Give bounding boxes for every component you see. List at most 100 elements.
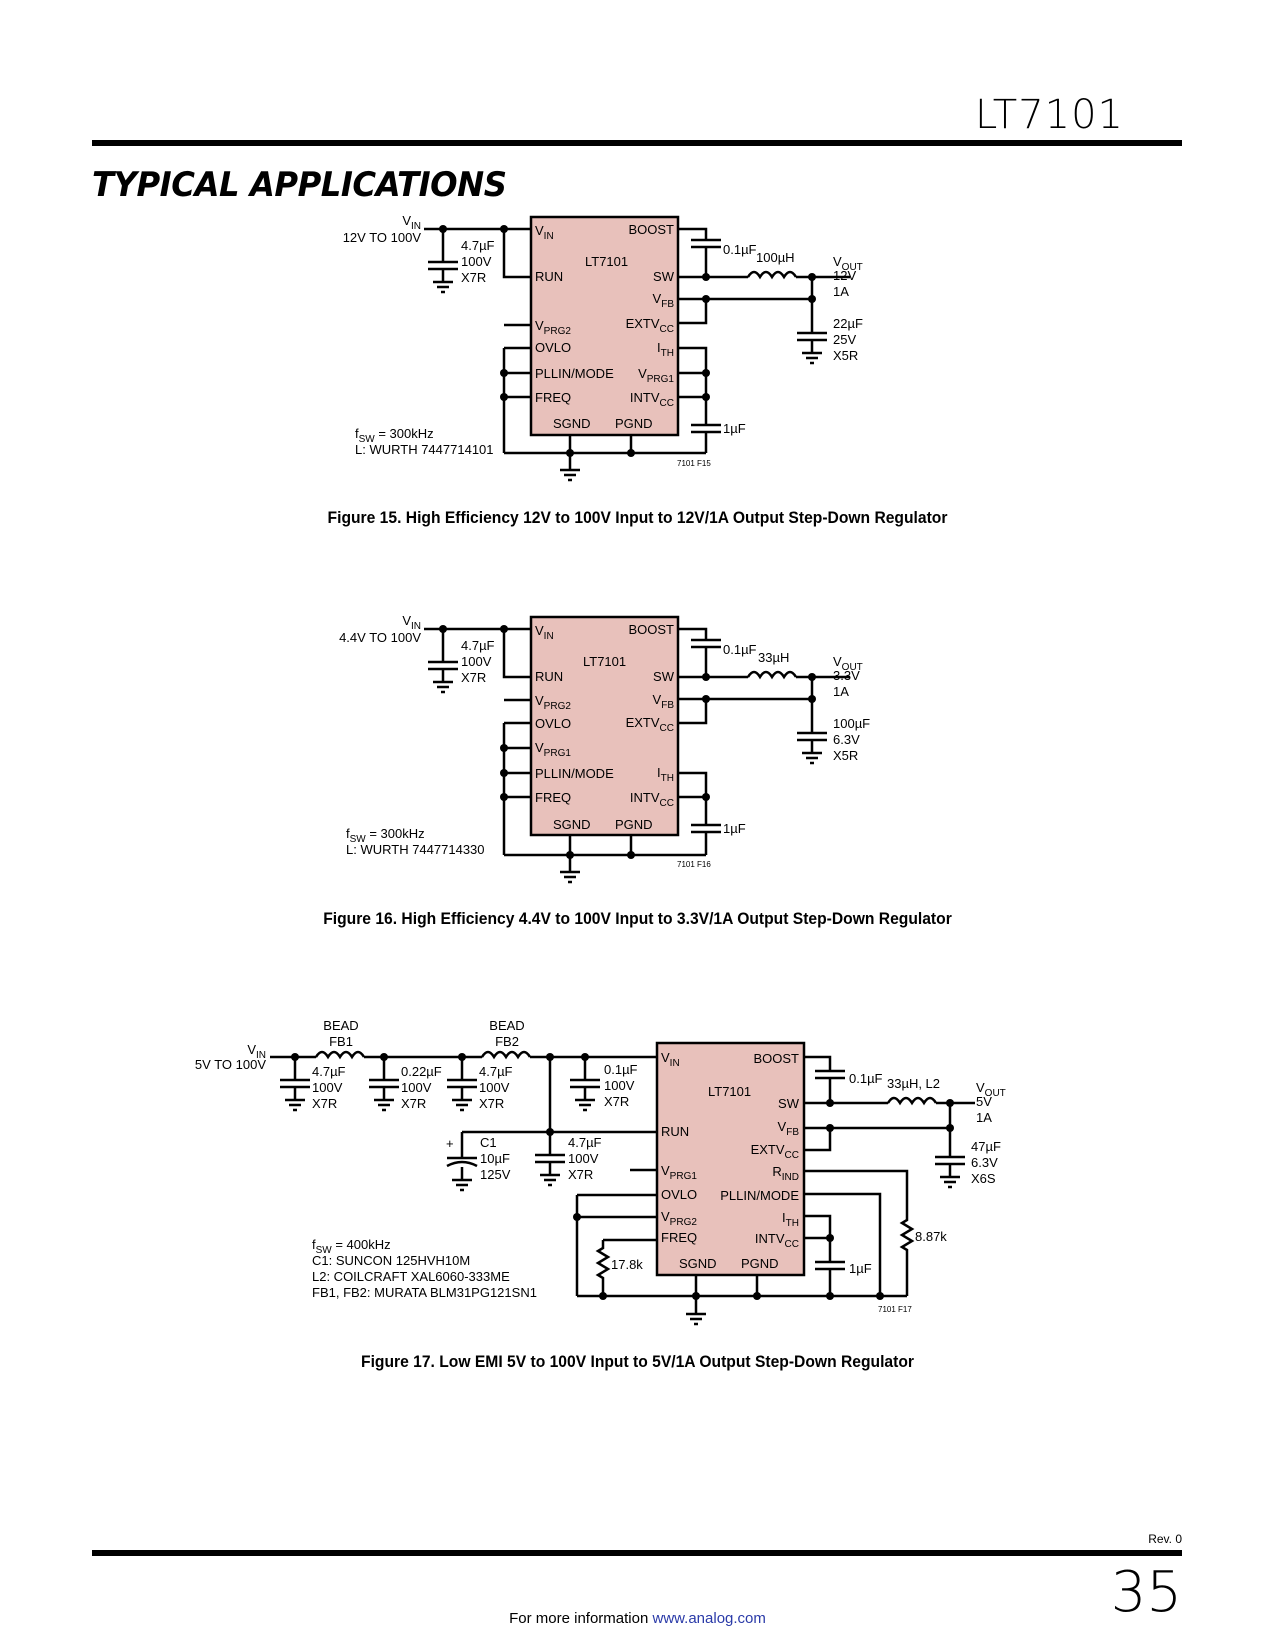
bead2-ref: FB2: [495, 1034, 519, 1049]
figure-17-caption: Figure 17. Low EMI 5V to 100V Input to 5…: [361, 1352, 914, 1371]
pin-pllin: PLLIN/MODE: [535, 366, 614, 381]
cout-dielectric: X6S: [971, 1171, 996, 1186]
figure-16-caption: Figure 16. High Efficiency 4.4V to 100V …: [323, 909, 952, 928]
r-freq-value: 17.8k: [611, 1257, 643, 1272]
cin-dielectric: X7R: [461, 270, 486, 285]
pin-boost: BOOST: [628, 622, 674, 637]
inductor-value: 33µH, L2: [887, 1076, 940, 1091]
pin-intvcc: INTVCC: [630, 790, 674, 809]
cintvcc-value: 1µF: [723, 421, 746, 436]
pin-intvcc: INTVCC: [755, 1231, 799, 1250]
vout-current: 1A: [833, 684, 849, 699]
page-number: 35: [1110, 1560, 1182, 1625]
figure-15-caption: Figure 15. High Efficiency 12V to 100V I…: [327, 508, 948, 527]
vout-current: 1A: [833, 284, 849, 299]
header-rule: [92, 140, 1182, 146]
cout-value: 100µF: [833, 716, 870, 731]
pin-freq: FREQ: [535, 790, 571, 805]
c-022-dielectric: X7R: [401, 1096, 426, 1111]
cboost-value: 0.1µF: [723, 242, 757, 257]
pin-run: RUN: [661, 1124, 689, 1139]
cout-value: 47µF: [971, 1139, 1001, 1154]
pin-vprg1: VPRG1: [535, 740, 571, 759]
pin-vin: VIN: [535, 223, 554, 242]
vout-voltage: 5V: [976, 1094, 992, 1109]
footer-link[interactable]: www.analog.com: [652, 1610, 766, 1627]
c-01-voltage: 100V: [604, 1078, 635, 1093]
vout-voltage: 3.3V: [833, 668, 860, 683]
c1-note: C1: SUNCON 125HVH10M: [312, 1253, 470, 1268]
cin-value: 4.7µF: [461, 238, 495, 253]
pin-ovlo: OVLO: [535, 340, 571, 355]
pin-pllin: PLLIN/MODE: [535, 766, 614, 781]
pin-ith: ITH: [657, 765, 674, 784]
pin-sgnd: SGND: [679, 1256, 717, 1271]
c-run-dielectric: X7R: [568, 1167, 593, 1182]
cout-voltage: 25V: [833, 332, 856, 347]
pin-pgnd: PGND: [615, 817, 653, 832]
pin-sw: SW: [653, 269, 675, 284]
pin-extvcc: EXTVCC: [626, 715, 674, 734]
cout-value: 22µF: [833, 316, 863, 331]
vin-range: 5V TO 100V: [195, 1057, 266, 1072]
cout-dielectric: X5R: [833, 348, 858, 363]
vin-label: VIN: [402, 613, 421, 632]
figure-tag: 7101 F17: [878, 1305, 912, 1314]
footer-rule: [92, 1550, 1182, 1556]
fb-note: FB1, FB2: MURATA BLM31PG121SN1: [312, 1285, 537, 1300]
pin-freq: FREQ: [661, 1230, 697, 1245]
pin-extvcc: EXTVCC: [751, 1142, 799, 1161]
pin-vprg2: VPRG2: [661, 1209, 697, 1228]
c-run-voltage: 100V: [568, 1151, 599, 1166]
cin-value: 4.7µF: [461, 638, 495, 653]
pin-sgnd: SGND: [553, 817, 591, 832]
c-fb2-in-value: 4.7µF: [479, 1064, 513, 1079]
cboost-value: 0.1µF: [849, 1071, 883, 1086]
figure-tag: 7101 F15: [677, 459, 711, 468]
pin-pgnd: PGND: [615, 416, 653, 431]
inductor-value: 33µH: [758, 650, 789, 665]
l2-note: L2: COILCRAFT XAL6060-333ME: [312, 1269, 510, 1284]
pin-boost: BOOST: [753, 1051, 799, 1066]
inductor-note: L: WURTH 7447714330: [346, 842, 485, 857]
cout-voltage: 6.3V: [833, 732, 860, 747]
ic-body: [529, 615, 680, 837]
cintvcc-value: 1µF: [723, 821, 746, 836]
ic-label: LT7101: [583, 654, 626, 669]
c-fb1-in-voltage: 100V: [312, 1080, 343, 1095]
fsw-note: fSW = 300kHz: [355, 426, 434, 445]
cout-voltage: 6.3V: [971, 1155, 998, 1170]
cin-voltage: 100V: [461, 654, 492, 669]
c-fb1-in-value: 4.7µF: [312, 1064, 346, 1079]
cboost-value: 0.1µF: [723, 642, 757, 657]
part-number: LT7101: [974, 92, 1124, 138]
pin-sgnd: SGND: [553, 416, 591, 431]
inductor-value: 100µH: [756, 250, 795, 265]
vin-label: VIN: [247, 1042, 266, 1061]
bead1-ref: FB1: [329, 1034, 353, 1049]
vout-label: VOUT: [833, 254, 863, 273]
revision: Rev. 0: [1148, 1532, 1182, 1546]
celec-ref: C1: [480, 1135, 497, 1150]
pin-intvcc: INTVCC: [630, 390, 674, 409]
cin-voltage: 100V: [461, 254, 492, 269]
cin-dielectric: X7R: [461, 670, 486, 685]
pin-vprg2: VPRG2: [535, 693, 571, 712]
pin-ith: ITH: [657, 340, 674, 359]
pin-sw: SW: [653, 669, 675, 684]
c-022-voltage: 100V: [401, 1080, 432, 1095]
fsw-note: fSW = 300kHz: [346, 826, 425, 845]
ic-label: LT7101: [708, 1084, 751, 1099]
c-fb2-in-voltage: 100V: [479, 1080, 510, 1095]
c-fb1-in-dielectric: X7R: [312, 1096, 337, 1111]
inductor-note: L: WURTH 7447714101: [355, 442, 494, 457]
celec-plus: +: [446, 1136, 454, 1151]
cout-dielectric: X5R: [833, 748, 858, 763]
vout-label: VOUT: [833, 654, 863, 673]
vout-current: 1A: [976, 1110, 992, 1125]
ic-body: [529, 215, 680, 437]
footer-info: For more information www.analog.com: [0, 1610, 1275, 1627]
figure-tag: 7101 F16: [677, 860, 711, 869]
celec-value: 10µF: [480, 1151, 510, 1166]
pin-vfb: VFB: [653, 692, 675, 711]
